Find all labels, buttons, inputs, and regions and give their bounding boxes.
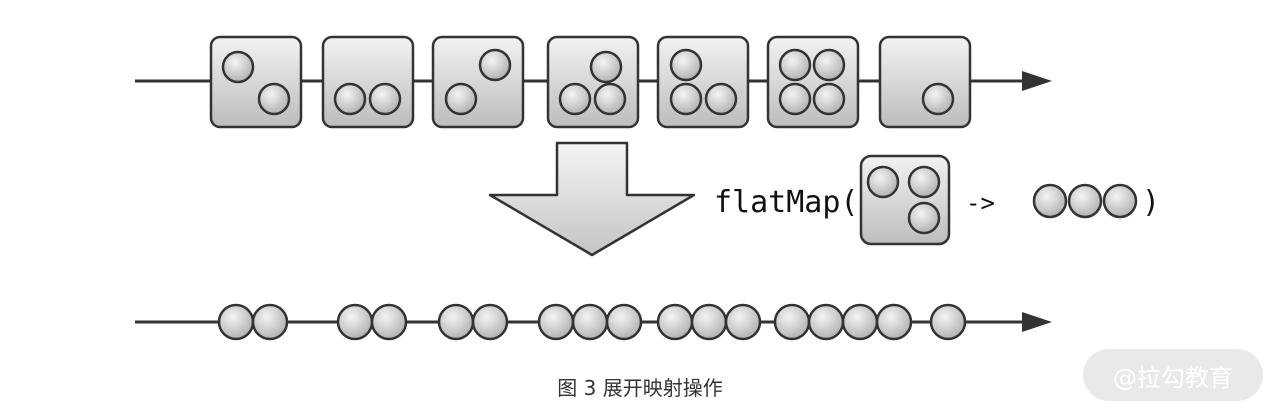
input-ball	[704, 82, 738, 116]
transform-arrow	[488, 141, 696, 257]
legend-ball	[866, 165, 900, 199]
output-ball	[471, 303, 509, 341]
input-ball	[593, 82, 627, 116]
legend-ball	[1067, 183, 1103, 219]
input-item-box	[209, 35, 303, 129]
input-ball	[368, 82, 402, 116]
input-ball	[669, 82, 703, 116]
output-ball	[251, 303, 289, 341]
input-item-box	[321, 35, 415, 129]
output-timeline-arrowhead	[1022, 312, 1052, 332]
output-ball	[724, 303, 762, 341]
operator-name: flatMap(	[714, 185, 859, 220]
output-ball	[537, 303, 575, 341]
input-ball	[778, 48, 812, 82]
operator-legend: flatMap( -> )	[714, 154, 1160, 246]
input-ball	[558, 82, 592, 116]
legend-ball	[1032, 183, 1068, 219]
input-ball	[812, 48, 846, 82]
input-timeline-arrowhead	[1022, 71, 1052, 91]
input-ball	[812, 82, 846, 116]
output-ball	[336, 303, 374, 341]
output-ball	[370, 303, 408, 341]
input-ball	[589, 50, 623, 84]
input-ball	[444, 82, 478, 116]
legend-ball	[1102, 183, 1138, 219]
input-items	[209, 35, 972, 129]
output-ball	[571, 303, 609, 341]
input-ball	[333, 82, 367, 116]
output-ball	[605, 303, 643, 341]
output-ball	[841, 303, 879, 341]
input-item-box	[878, 35, 972, 129]
input-item-box	[431, 35, 525, 129]
operator-close: )	[1142, 185, 1160, 220]
output-ball	[656, 303, 694, 341]
output-ball	[929, 303, 967, 341]
output-items	[217, 303, 967, 341]
input-ball	[669, 48, 703, 82]
watermark: @拉勾教育	[1083, 349, 1263, 401]
operator-arrow: ->	[966, 189, 995, 217]
output-ball	[217, 303, 255, 341]
output-ball	[437, 303, 475, 341]
output-ball	[807, 303, 845, 341]
legend-ball	[907, 201, 941, 235]
legend-ball	[907, 165, 941, 199]
input-item-box	[546, 35, 640, 129]
input-ball	[778, 82, 812, 116]
input-ball	[478, 48, 512, 82]
input-ball	[221, 50, 255, 84]
input-ball	[921, 82, 955, 116]
input-ball	[257, 82, 291, 116]
input-item-box	[766, 35, 860, 129]
output-ball	[875, 303, 913, 341]
figure-caption: 图 3 展开映射操作	[557, 376, 723, 400]
input-item-box	[656, 35, 750, 129]
output-ball	[773, 303, 811, 341]
output-ball	[690, 303, 728, 341]
